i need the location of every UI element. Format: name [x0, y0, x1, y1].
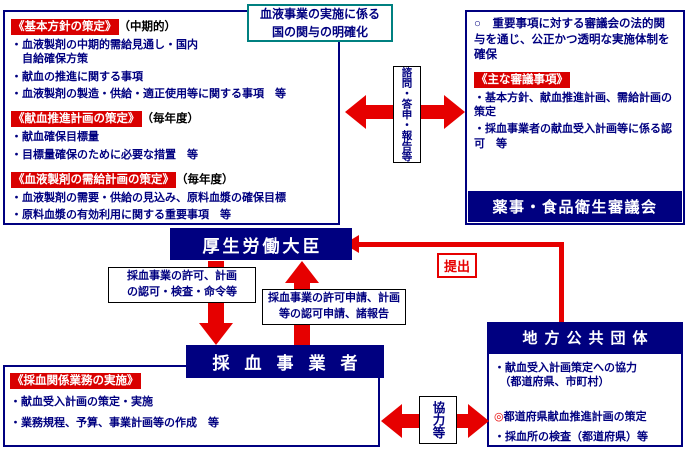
submit-arrow-line-horizontal: [358, 242, 564, 247]
basic-policy-label: 《基本方針の策定》: [11, 19, 119, 36]
policy-item: ・献血確保目標量: [11, 131, 99, 144]
supply-plan-label: 《血液製剤の需給計画の策定》: [11, 171, 176, 189]
council-box: ○ 重要事項に対する審議会の法的関与を通じ、公正かつ透明な実施体制を確保 《主な…: [465, 10, 685, 225]
council-item: ・基本方針、献血推進計画、需給計画の策定: [474, 91, 672, 118]
policy-item: ・血液製剤の需要・供給の見込み、原料血漿の確保目標: [11, 192, 286, 205]
circle-marker: ◎: [494, 410, 504, 423]
local-gov-item-text: 都道府県献血推進計画の策定: [503, 410, 647, 423]
council-agenda-label: 《主な審議事項》: [474, 71, 570, 88]
submit-arrow-line-vertical: [559, 242, 564, 323]
arrowhead-right: [468, 404, 489, 438]
policy-item: ・血液製剤の製造・供給・適正使用等に関する事項 等: [11, 87, 286, 100]
policy-box: 《基本方針の策定》（中期的） ・血液製剤の中期的需給見通し・国内 自給確保方策 …: [3, 10, 340, 225]
collector-title: 採血事業者: [186, 345, 384, 378]
policy-item: ・献血の推進に関する事項: [11, 70, 143, 83]
minister-title: 厚生労働大臣: [170, 228, 352, 260]
local-gov-title: 地方公共団体: [487, 322, 683, 352]
application-arrow-label: 採血事業の許可申請、計画 等の認可申請、諸報告: [262, 289, 406, 325]
collection-duties-label: 《採血関係業務の実施》: [10, 373, 141, 390]
arrowhead-up: [285, 261, 319, 283]
arrowhead-left: [345, 95, 366, 129]
arrowhead-right: [444, 95, 465, 129]
supply-plan-suffix: （毎年度）: [176, 173, 234, 186]
arrowhead-down: [199, 323, 233, 345]
consult-arrow-label: 諮問・答申・報告等: [393, 66, 421, 163]
national-role-note: 血液事業の実施に係る 国の関与の明確化: [247, 4, 393, 42]
policy-item: ・目標量確保のために必要な措置 等: [11, 148, 198, 161]
donation-plan-suffix: （毎年度）: [141, 113, 200, 126]
collection-item: ・献血受入計画の策定・実施: [10, 396, 153, 409]
policy-item: ・血液製剤の中期的需給見通し・国内 自給確保方策: [11, 39, 198, 66]
local-gov-item: ・採血所の検査（都道府県）等: [494, 431, 648, 444]
submit-label: 提出: [437, 253, 478, 278]
donation-plan-label: 《献血推進計画の策定》: [11, 111, 142, 128]
arrowhead-left: [381, 404, 402, 438]
basic-policy-section: 《基本方針の策定》（中期的） ・血液製剤の中期的需給見通し・国内 自給確保方策 …: [11, 17, 332, 101]
cooperation-arrow-label: 協力等: [419, 396, 457, 444]
local-gov-item: ・献血受入計画策定への協力 （都道府県、市町村）: [494, 362, 637, 389]
basic-policy-suffix: （中期的）: [118, 21, 177, 33]
collection-item: ・業務規程、予算、事業計画等の作成 等: [10, 417, 219, 430]
local-gov-box: ・献血受入計画策定への協力 （都道府県、市町村） ◎都道府県献血推進計画の策定 …: [487, 352, 683, 447]
permission-arrow-label: 採血事業の許可、計画 の認可・検査・命令等: [108, 267, 256, 303]
supply-plan-section: 《血液製剤の需給計画の策定》（毎年度） ・血液製剤の需要・供給の見込み、原料血漿…: [11, 170, 332, 223]
council-item: ・採血事業者の献血受入計画等に係る認可 等: [474, 123, 672, 150]
local-gov-item: ◎都道府県献血推進計画の策定: [494, 396, 676, 425]
council-intro: ○ 重要事項に対する審議会の法的関与を通じ、公正かつ透明な実施体制を確保: [474, 18, 670, 62]
donation-plan-section: 《献血推進計画の策定》（毎年度） ・献血確保目標量 ・目標量確保のために必要な措…: [11, 109, 332, 162]
council-title: 薬事・食品衛生審議会: [468, 191, 682, 222]
policy-item: ・原料血漿の有効利用に関する重要事項 等: [11, 209, 231, 222]
